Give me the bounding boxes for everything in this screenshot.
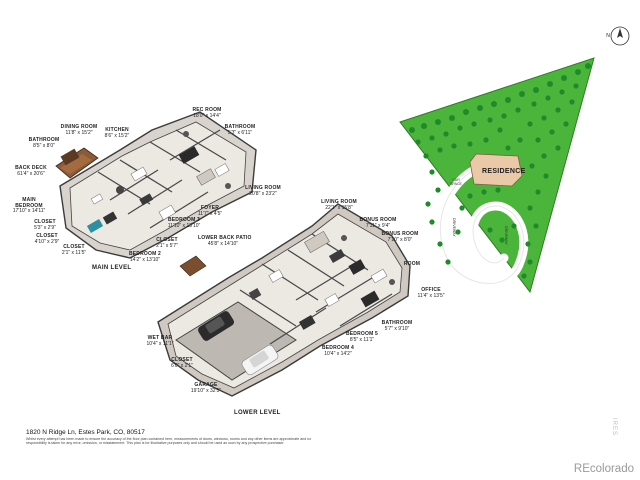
main-level-model — [55, 111, 257, 259]
north-compass-icon — [610, 26, 630, 46]
floorplan-disclaimer: Whilst every attempt has been made to en… — [26, 437, 312, 446]
garage-car-white — [241, 344, 279, 376]
driveway-label-left: DRIVEWAY — [452, 218, 456, 237]
site-plan — [399, 57, 595, 294]
garage-car-dark — [198, 311, 234, 341]
property-address: 1820 N Ridge Ln, Estes Park, CO, 80517 — [26, 429, 145, 436]
residence-building — [469, 153, 523, 187]
room-label-room: ROOM — [403, 261, 421, 267]
main-level-title: MAIN LEVEL — [92, 265, 132, 271]
tree-icons — [409, 63, 591, 279]
car-space-label: CAR SPACE — [450, 178, 462, 186]
compass-north-label: N — [606, 33, 610, 39]
recolorado-logo: REcolorado — [573, 463, 634, 475]
lower-level-title: LOWER LEVEL — [234, 410, 281, 416]
lower-level-model — [157, 203, 411, 397]
driveway-label-right: DRIVEWAY — [504, 226, 508, 245]
ires-watermark: IRES — [611, 418, 617, 437]
residence-label: RESIDENCE — [482, 168, 526, 175]
